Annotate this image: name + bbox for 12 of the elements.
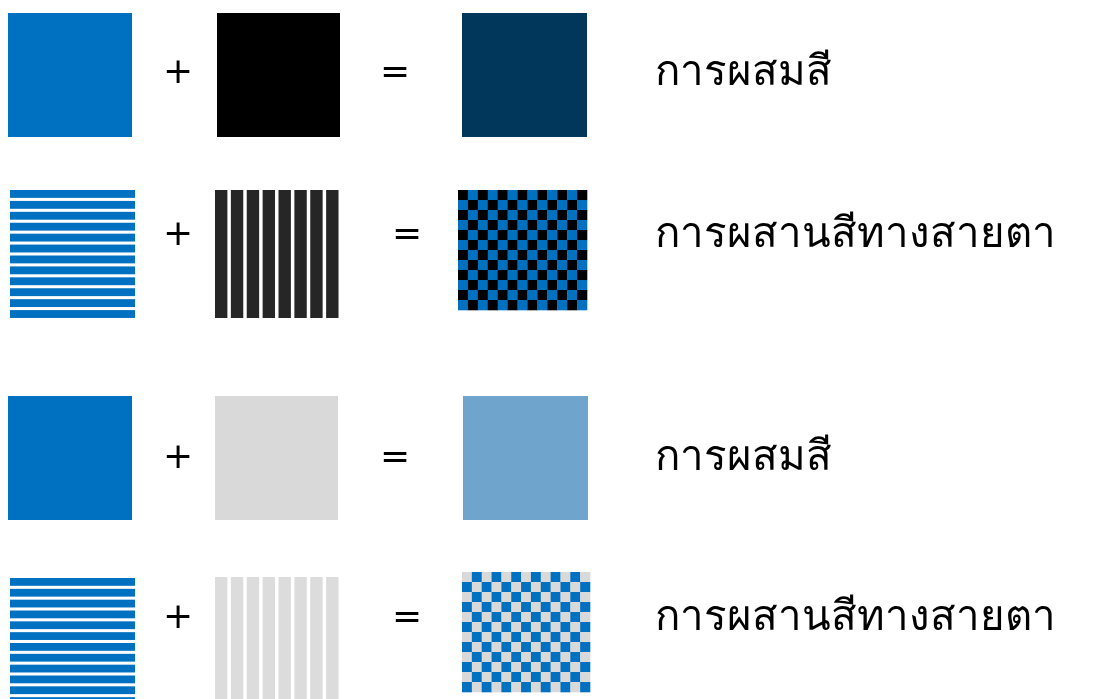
equals-sign: = xyxy=(380,53,411,90)
equals-sign: = xyxy=(392,598,423,635)
caption-text: การผสมสี xyxy=(655,49,832,92)
caption-text: การผสานสีทางสายตา xyxy=(655,594,1056,637)
plus-sign: + xyxy=(163,53,194,90)
caption-text: การผสมสี xyxy=(655,434,832,477)
plus-sign: + xyxy=(163,215,194,252)
equals-sign: = xyxy=(392,215,423,252)
plus-sign: + xyxy=(163,438,194,475)
caption-text: การผสานสีทางสายตา xyxy=(655,211,1056,254)
equals-sign: = xyxy=(380,438,411,475)
plus-sign: + xyxy=(163,598,194,635)
